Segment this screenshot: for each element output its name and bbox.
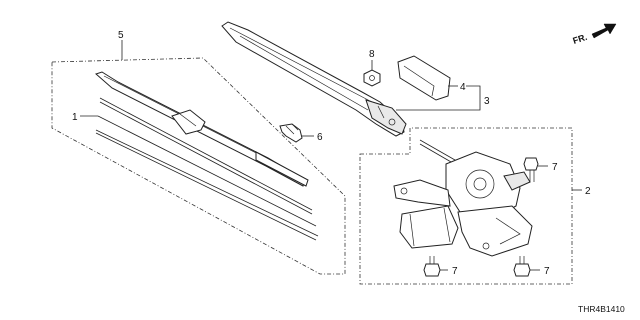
blade-clip — [279, 123, 303, 143]
callout-7-lower-left: 7 — [452, 266, 458, 277]
blade-group-box — [51, 57, 346, 275]
diagram-code: THR4B1410 — [578, 304, 625, 314]
callout-2: 2 — [585, 186, 591, 197]
callout-4: 4 — [460, 82, 466, 93]
callout-7-upper: 7 — [552, 162, 558, 173]
wiper-motor-assembly — [393, 139, 533, 257]
bolt-lower-left — [423, 256, 441, 277]
arm-nut — [363, 69, 381, 87]
callout-6: 6 — [317, 132, 323, 143]
bolt-lower-right — [513, 256, 531, 277]
callout-8: 8 — [369, 49, 375, 60]
callout-7-lower-right: 7 — [544, 266, 550, 277]
wiper-blade-assembly — [95, 71, 319, 241]
arm-cap — [397, 55, 451, 101]
callout-1: 1 — [72, 112, 78, 123]
bolt-upper — [523, 157, 539, 182]
callout-3: 3 — [484, 96, 490, 107]
motor-group-box — [359, 127, 573, 285]
leader-lines — [80, 40, 582, 271]
front-direction-indicator: FR. — [572, 23, 617, 46]
front-arrow-icon — [591, 23, 617, 39]
callout-5: 5 — [118, 30, 124, 41]
front-label: FR. — [572, 32, 589, 46]
wiper-arm — [221, 21, 407, 137]
